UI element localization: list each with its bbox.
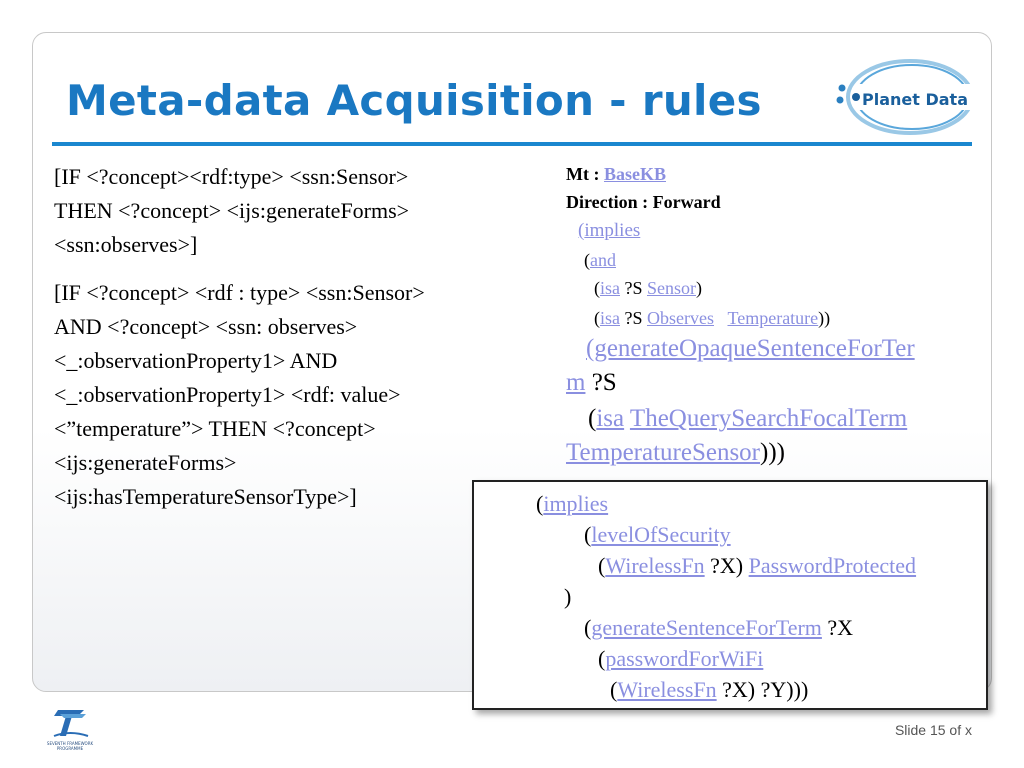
wireless-fn-link[interactable]: WirelessFn — [617, 677, 717, 702]
svg-text:PROGRAMME: PROGRAMME — [57, 746, 84, 751]
level-security-row: (levelOfSecurity — [584, 522, 731, 547]
rule-line: <ijs:generateForms> — [54, 450, 237, 475]
observes-link[interactable]: Observes — [647, 308, 714, 328]
isa-link[interactable]: isa — [600, 278, 620, 298]
rule-line: [IF <?concept> <rdf : type> <ssn:Sensor> — [54, 280, 425, 305]
query-term-link[interactable]: TheQuerySearchFocalTerm — [629, 405, 908, 432]
isa-query-row: (isa TheQuerySearchFocalTerm — [588, 405, 908, 432]
close-paren: ) — [564, 584, 572, 609]
temperature-sensor-link[interactable]: TemperatureSensor — [566, 439, 761, 466]
implies-row: (implies — [566, 216, 986, 246]
implies-link[interactable]: (implies — [578, 220, 641, 241]
and-row: (and — [584, 250, 616, 270]
implies-link[interactable]: implies — [543, 491, 609, 516]
temperature-link[interactable]: Temperature — [727, 308, 819, 328]
rule-1: [IF <?concept><rdf:type> <ssn:Sensor> TH… — [54, 160, 554, 262]
wireless-row: (WirelessFn ?X) PasswordProtected — [598, 553, 917, 578]
password-wifi-row: (passwordForWiFi — [598, 646, 764, 671]
generate-opaque-link-cont[interactable]: m — [566, 369, 586, 396]
level-of-security-link[interactable]: levelOfSecurity — [591, 522, 731, 547]
svg-text:Planet Data: Planet Data — [862, 90, 968, 109]
wireless-fn-link[interactable]: WirelessFn — [605, 553, 705, 578]
password-protected-link[interactable]: PasswordProtected — [748, 553, 917, 578]
temp-sensor-row: TemperatureSensor))) — [566, 439, 785, 466]
isa-link[interactable]: isa — [596, 405, 625, 432]
isa-observes-row: (isa ?S Observes Temperature)) — [594, 308, 831, 328]
slide-title: Meta-data Acquisition - rules — [66, 76, 762, 125]
rule-line: <ssn:observes>] — [54, 232, 198, 257]
left-rules: [IF <?concept><rdf:type> <ssn:Sensor> TH… — [54, 160, 554, 528]
rule-line: AND <?concept> <ssn: observes> — [54, 314, 358, 339]
rule-line: <ijs:hasTemperatureSensorType>] — [54, 484, 357, 509]
and-link[interactable]: and — [590, 250, 616, 270]
rule-line: THEN <?concept> <ijs:generateForms> — [54, 198, 410, 223]
sensor-link[interactable]: Sensor — [647, 278, 696, 298]
rule-2: [IF <?concept> <rdf : type> <ssn:Sensor>… — [54, 276, 554, 514]
generate-row-cont: m ?S — [566, 369, 617, 396]
rule-line: <”temperature”> THEN <?concept> — [54, 416, 376, 441]
isa-sensor-row: (isa ?S Sensor) — [594, 278, 702, 298]
implies-row: (implies — [536, 491, 609, 516]
rule-line: <_:observationProperty1> AND — [54, 348, 338, 373]
cyc-rule: Mt : BaseKB Direction : Forward (implies… — [566, 160, 986, 470]
basekb-link[interactable]: BaseKB — [603, 164, 666, 184]
mt-row: Mt : BaseKB — [566, 164, 666, 184]
generate-sentence-row: (generateSentenceForTerm ?X — [584, 615, 854, 640]
rule-line: [IF <?concept><rdf:type> <ssn:Sensor> — [54, 164, 409, 189]
wireless-tail-row: (WirelessFn ?X) ?Y))) — [610, 677, 809, 702]
direction-row: Direction : Forward — [566, 192, 721, 212]
rule-line: <_:observationProperty1> <rdf: value> — [54, 382, 401, 407]
password-for-wifi-link[interactable]: passwordForWiFi — [605, 646, 764, 671]
generate-row: (generateOpaqueSentenceForTer — [566, 332, 986, 366]
generate-sentence-link[interactable]: generateSentenceForTerm — [591, 615, 822, 640]
slide-number: Slide 15 of x — [894, 722, 972, 738]
password-rule-box: (implies (levelOfSecurity (WirelessFn ?X… — [472, 480, 988, 710]
generate-opaque-link[interactable]: (generateOpaqueSentenceForTer — [586, 335, 915, 362]
fp7-logo: SEVENTH FRAMEWORK PROGRAMME — [47, 710, 94, 751]
title-divider — [52, 142, 972, 146]
svg-text:SEVENTH FRAMEWORK: SEVENTH FRAMEWORK — [47, 741, 94, 746]
planet-data-logo: Planet Data — [836, 59, 980, 135]
isa-link[interactable]: isa — [600, 308, 620, 328]
